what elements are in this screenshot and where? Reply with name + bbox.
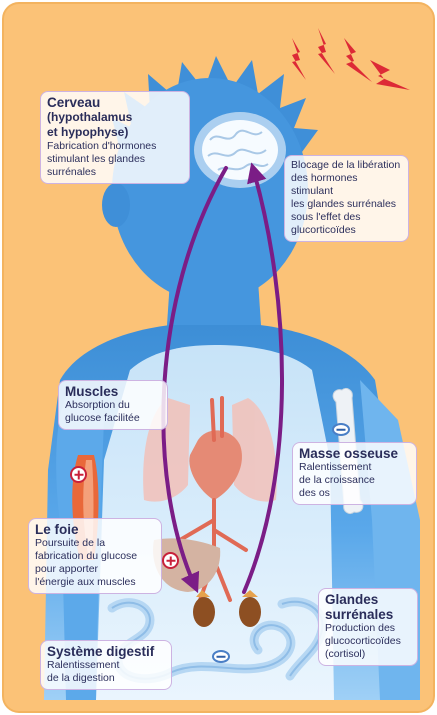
blocage-text-1: Blocage de la libération xyxy=(291,159,402,172)
label-foie: Le foie Poursuite de la fabrication du g… xyxy=(28,518,162,594)
digestif-text-1: Ralentissement xyxy=(47,659,165,672)
label-masse-osseuse: Masse osseuse Ralentissement de la crois… xyxy=(292,442,417,505)
cerveau-text-3: surrénales xyxy=(47,166,183,179)
digestif-text-2: de la digestion xyxy=(47,672,165,685)
masse-osseuse-text-3: des os xyxy=(299,487,410,500)
cerveau-subtitle-2: et hypophyse) xyxy=(47,125,183,140)
glandes-title-1: Glandes xyxy=(325,592,411,607)
cerveau-text-1: Fabrication d'hormones xyxy=(47,140,183,153)
masse-osseuse-text-1: Ralentissement xyxy=(299,461,410,474)
glandes-title-2: surrénales xyxy=(325,607,411,622)
muscles-plus-icon xyxy=(70,466,87,483)
cerveau-text-2: stimulant les glandes xyxy=(47,153,183,166)
label-systeme-digestif: Système digestif Ralentissement de la di… xyxy=(40,640,172,690)
cerveau-subtitle-1: (hypothalamus xyxy=(47,110,183,125)
foie-text-2: fabrication du glucose xyxy=(35,550,155,563)
label-glandes-surrenales: Glandes surrénales Production des glucoc… xyxy=(318,588,418,666)
digestion-minus-icon xyxy=(212,650,230,663)
brain xyxy=(194,112,286,188)
muscles-text-1: Absorption du xyxy=(65,399,161,412)
foie-text-4: l'énergie aux muscles xyxy=(35,576,155,589)
foie-text-1: Poursuite de la xyxy=(35,537,155,550)
muscles-title: Muscles xyxy=(65,384,161,399)
blocage-text-3: les glandes surrénales xyxy=(291,198,402,211)
glandes-text-2: glucocorticoïdes xyxy=(325,635,411,648)
bone-minus-icon xyxy=(332,423,350,436)
label-blocage: Blocage de la libération des hormones st… xyxy=(284,155,409,242)
digestif-title: Système digestif xyxy=(47,644,165,659)
glandes-text-1: Production des xyxy=(325,622,411,635)
blocage-text-2: des hormones stimulant xyxy=(291,172,402,198)
foie-title: Le foie xyxy=(35,522,155,537)
blocage-text-5: glucorticoïdes xyxy=(291,224,402,237)
masse-osseuse-text-2: de la croissance xyxy=(299,474,410,487)
glandes-text-3: (cortisol) xyxy=(325,648,411,661)
foie-text-3: pour apporter xyxy=(35,563,155,576)
masse-osseuse-title: Masse osseuse xyxy=(299,446,410,461)
cerveau-title: Cerveau xyxy=(47,95,183,110)
muscles-text-2: glucose facilitée xyxy=(65,412,161,425)
label-muscles: Muscles Absorption du glucose facilitée xyxy=(58,380,168,430)
liver-plus-icon xyxy=(162,552,179,569)
label-cerveau: Cerveau (hypothalamus et hypophyse) Fabr… xyxy=(40,91,190,184)
blocage-text-4: sous l'effet des xyxy=(291,211,402,224)
